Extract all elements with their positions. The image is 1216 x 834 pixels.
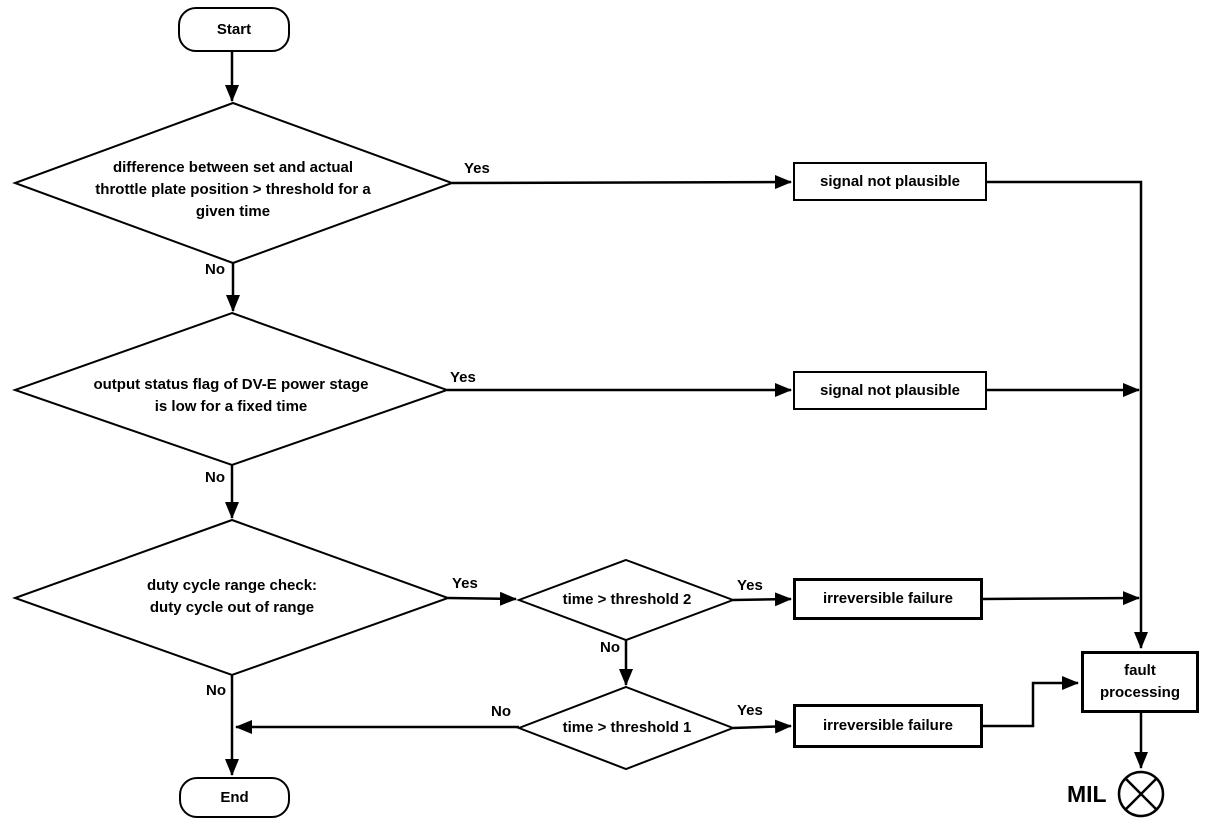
edge-label-d4-yes: Yes	[737, 577, 763, 594]
edge-label-d2-yes: Yes	[450, 369, 476, 386]
edge-d1-yes	[451, 175, 792, 190]
mil-lamp-cross-icon	[1124, 777, 1158, 811]
edge-d5-yes	[732, 719, 792, 734]
edge-if1-join	[982, 591, 1140, 606]
end-node: End	[179, 777, 290, 818]
process-label: irreversible failure	[822, 717, 954, 734]
edge-label-d2-no: No	[205, 469, 225, 486]
edge-collector	[987, 180, 1148, 649]
edge-label-d5-no: No	[491, 703, 511, 720]
decision-time-threshold-2	[516, 558, 736, 642]
mil-label: MIL	[1067, 781, 1107, 807]
process-label: fault processing	[1099, 662, 1181, 701]
process-label: signal not plausible	[819, 172, 961, 190]
process-fault-processing: fault processing	[1081, 651, 1199, 713]
process-signal-not-plausible-2: signal not plausible	[793, 371, 987, 410]
decision-time-threshold-1	[516, 685, 736, 771]
mil-lamp-icon	[1117, 770, 1165, 818]
edge-label-d5-yes: Yes	[737, 702, 763, 719]
start-label: Start	[216, 20, 252, 38]
process-label: irreversible failure	[822, 590, 954, 607]
edge-label-d1-yes: Yes	[464, 160, 490, 177]
end-label: End	[220, 788, 249, 806]
decision-2-text: output status flag of DV-E power stage i…	[93, 376, 369, 415]
edge-label-d3-yes: Yes	[452, 575, 478, 592]
decision-throttle-position	[12, 101, 455, 265]
process-label: signal not plausible	[819, 381, 961, 399]
process-signal-not-plausible-1: signal not plausible	[793, 162, 987, 201]
process-irreversible-failure-2: irreversible failure	[793, 704, 983, 748]
edge-label-d3-no: No	[206, 682, 226, 699]
edge-if2-to-fp	[983, 676, 1079, 728]
process-irreversible-failure-1: irreversible failure	[793, 578, 983, 620]
edge-label-d1-no: No	[205, 261, 225, 278]
start-node: Start	[178, 7, 290, 52]
edge-d3-yes	[447, 591, 517, 606]
edge-d4-yes	[732, 592, 792, 607]
edge-label-d4-no: No	[600, 639, 620, 656]
decision-power-stage-flag	[11, 311, 451, 467]
decision-5-text: time > threshold 1	[562, 719, 692, 736]
decision-4-text: time > threshold 2	[562, 591, 692, 608]
decision-duty-cycle-range	[12, 518, 451, 677]
decision-1-text: difference between set and actual thrott…	[95, 159, 371, 220]
decision-3-text: duty cycle range check: duty cycle out o…	[146, 577, 318, 616]
